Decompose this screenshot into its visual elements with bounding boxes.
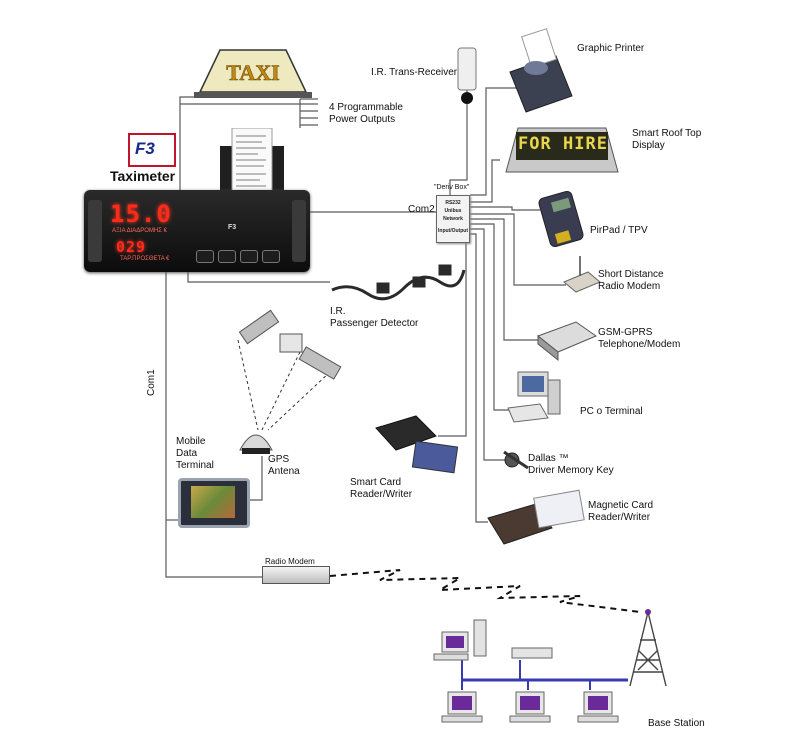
deriv-box-line2: Unibus	[444, 208, 462, 214]
line-com1	[165, 272, 262, 578]
smart-card-label: Smart Card Reader/Writer	[350, 477, 413, 500]
meter-button[interactable]	[196, 250, 214, 263]
ir-trans-receiver-label: I.R. Trans-Receiver	[371, 67, 458, 78]
power-outputs-label: 4 Programmable Power Outputs	[329, 102, 403, 125]
gsm-gprs-label: GSM-GPRS Telephone/Modem	[598, 327, 681, 350]
meter-left-panel	[88, 200, 102, 262]
taxi-sign-icon: TAXI	[192, 42, 314, 98]
base-station-pc-icon	[509, 691, 551, 723]
gps-antenna-icon	[239, 434, 273, 454]
line-magcard	[470, 233, 488, 523]
deriv-box-line1: RS232	[445, 200, 461, 206]
deriv-box: RS232 Unibus Network Input/Output	[436, 195, 470, 243]
line-gsm	[470, 218, 540, 341]
roof-display-icon	[500, 124, 624, 176]
connection-lines	[165, 72, 566, 578]
com1-label: Com1	[146, 369, 157, 396]
radio-modem-label: Radio Modem	[265, 557, 315, 566]
com2-label: Com2	[408, 204, 435, 215]
meter-caption-top: ΑΞΙΑ ΔΙΑΔΡΟΜΗΣ €	[112, 228, 167, 234]
dallas-key-label: Dallas ™ Driver Memory Key	[528, 453, 614, 476]
pc-terminal-label: PC o Terminal	[580, 406, 643, 417]
line-pc	[470, 223, 510, 411]
pinpad-icon	[538, 190, 584, 248]
dallas-key-icon	[503, 450, 529, 470]
satellite-icon	[238, 309, 342, 380]
gsm-modem-icon	[536, 321, 598, 362]
line-ir-trans	[449, 72, 468, 195]
roof-display-text: FOR HIRE	[518, 134, 608, 154]
meter-main-display: 15.0	[110, 200, 172, 228]
brand-logo: F3	[128, 133, 176, 167]
printer-icon	[509, 28, 573, 113]
radio-tower-icon	[629, 609, 667, 687]
taximeter-title: Taximeter	[110, 168, 176, 184]
gps-antena-label: GPS Antena	[268, 454, 300, 477]
ir-passenger-label: I.R. Passenger Detector	[330, 306, 419, 329]
graphic-printer-label: Graphic Printer	[577, 43, 645, 54]
card-reader-icon	[487, 489, 585, 545]
meter-sub-display: 029	[116, 238, 147, 256]
meter-brand-label: F3	[228, 224, 237, 231]
taxi-sign-text: TAXI	[226, 60, 279, 85]
pc-icon	[507, 371, 561, 423]
ir-passenger-icon	[331, 264, 466, 301]
mdt-icon	[178, 478, 250, 528]
base-station-pc-icon	[577, 691, 619, 723]
brand-logo-text: F3	[135, 139, 155, 158]
vehicle-radio-modem-icon	[262, 566, 330, 584]
line-gps	[244, 456, 263, 501]
line-power-outputs	[180, 98, 318, 128]
radio-modem-icon	[563, 256, 601, 293]
meter-caption-bottom: ΤΑΡ.ΠΡΟΣΘΕΤΑ €	[120, 256, 170, 262]
wireless-link	[329, 569, 641, 613]
line-ir-passenger	[187, 272, 330, 283]
meter-right-panel	[292, 200, 306, 262]
pirpad-label: PirPad / TPV	[590, 225, 648, 236]
deriv-box-line4: Input/Output	[438, 228, 468, 234]
base-station-label: Base Station	[648, 718, 705, 729]
meter-button[interactable]	[218, 250, 236, 263]
deriv-box-line3: Network	[443, 216, 463, 222]
gps-beams	[237, 339, 331, 431]
magnetic-card-label: Magnetic Card Reader/Writer	[588, 500, 654, 523]
line-dallas	[470, 228, 508, 461]
line-smartcard	[438, 241, 467, 437]
mdt-screen	[191, 486, 235, 518]
smart-card-icon	[375, 415, 459, 474]
meter-button[interactable]	[262, 250, 280, 263]
smart-roof-display-label: Smart Roof Top Display	[632, 128, 702, 151]
base-station-network	[433, 619, 628, 723]
line-roof	[470, 159, 500, 203]
deriv-box-caption: "Deriv Box"	[434, 184, 470, 191]
line-printer	[470, 87, 520, 196]
ir-sensor-icon	[457, 47, 477, 104]
base-station-pc-icon	[441, 691, 483, 723]
mobile-data-terminal-label: Mobile Data Terminal	[176, 436, 214, 471]
taximeter-unit: 15.0 ΑΞΙΑ ΔΙΑΔΡΟΜΗΣ € 029 ΤΑΡ.ΠΡΟΣΘΕΤΑ €…	[84, 190, 310, 272]
line-pinpad	[470, 206, 540, 211]
line-short-modem	[470, 213, 566, 286]
base-station-pc-icon	[433, 619, 487, 661]
meter-button[interactable]	[240, 250, 258, 263]
short-distance-modem-label: Short Distance Radio Modem	[598, 269, 664, 292]
